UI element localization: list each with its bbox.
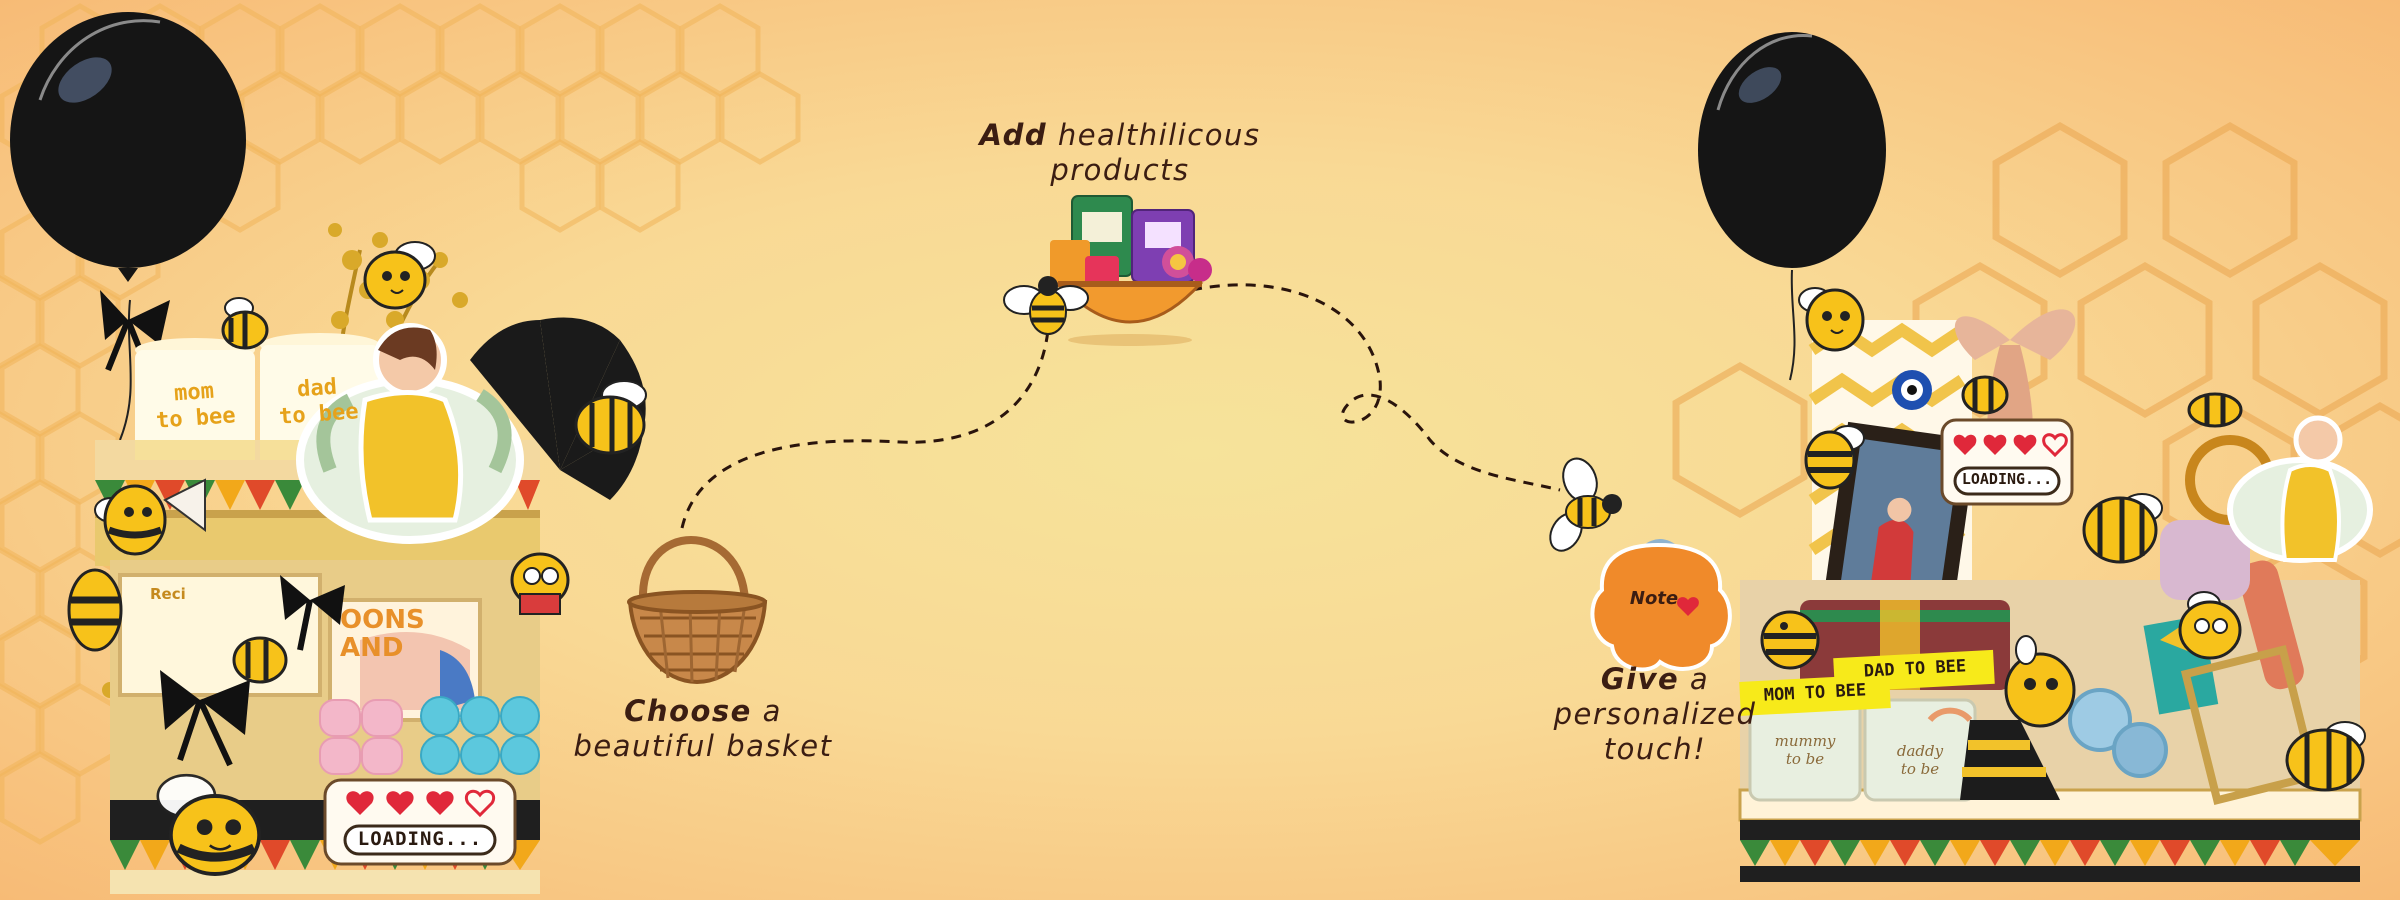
step-add-bold: Add — [979, 118, 1048, 152]
bee-icon — [1798, 287, 1865, 352]
step-give-bold: Give — [1600, 662, 1680, 696]
left-loading-card: LOADING... — [357, 828, 483, 850]
step-add-line2: products — [1050, 153, 1190, 187]
note-tag-icon — [1590, 539, 1732, 672]
step-give-line3: touch! — [1603, 732, 1707, 766]
bee-icon — [1003, 276, 1089, 335]
right-loading-card: LOADING... — [1961, 470, 2053, 488]
step-choose-bold: Choose — [624, 694, 752, 728]
step-add-products-caption: Add healthilicous products — [940, 118, 1300, 188]
note-tag-label: Note — [1629, 588, 1679, 609]
step-choose-basket-caption: Choose a beautiful basket — [538, 694, 868, 764]
step-choose-rest: a — [762, 694, 782, 728]
wicker-basket-icon — [627, 536, 768, 685]
products-basket-icon — [1050, 195, 1212, 346]
step-give-line2: personalized — [1553, 697, 1757, 731]
step-choose-line2: beautiful basket — [573, 729, 833, 763]
step-add-rest: healthilicous — [1057, 118, 1261, 152]
bee-icon — [156, 773, 262, 876]
left-book-cover: Reci — [150, 585, 186, 603]
step-personalized-caption: Give a personalized touch! — [1535, 662, 1775, 767]
bee-icon — [1549, 457, 1622, 552]
step-give-rest: a — [1689, 662, 1710, 696]
